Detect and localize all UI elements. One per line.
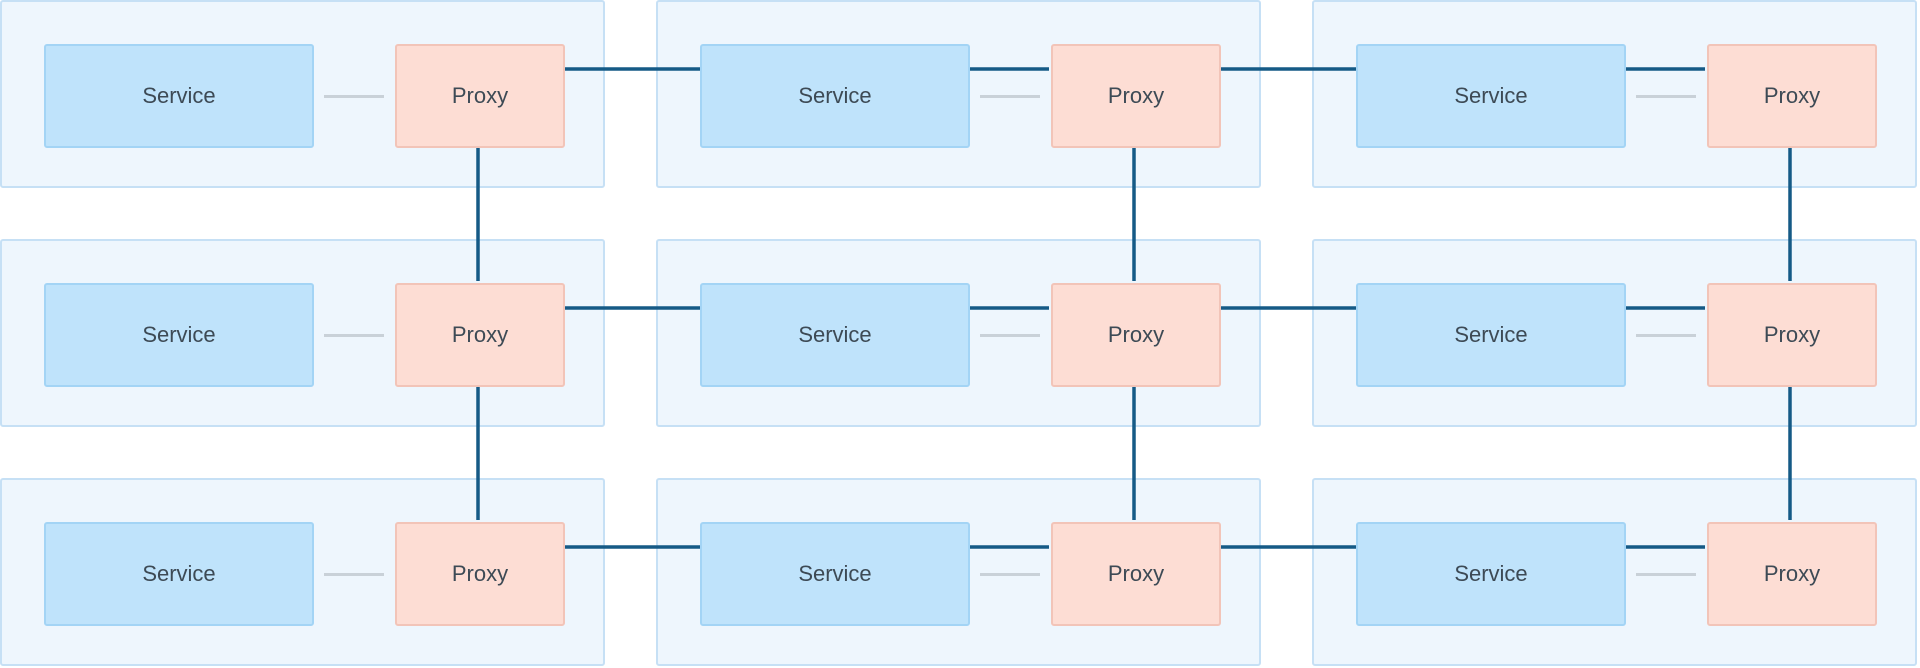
service-box: Service [700,44,970,148]
service-box: Service [1356,283,1626,387]
service-box: Service [44,283,314,387]
proxy-box: Proxy [1707,283,1877,387]
service-proxy-link [324,334,384,337]
service-proxy-link [1636,573,1696,576]
service-proxy-link [980,334,1040,337]
pod-r1-c3: Service Proxy [1312,0,1917,188]
service-proxy-link [980,95,1040,98]
service-box: Service [1356,44,1626,148]
service-proxy-link [324,573,384,576]
pod-r1-c1: Service Proxy [0,0,605,188]
proxy-box: Proxy [1051,283,1221,387]
service-proxy-link [324,95,384,98]
pod-r2-c2: Service Proxy [656,239,1261,427]
pod-r2-c3: Service Proxy [1312,239,1917,427]
pod-r2-c1: Service Proxy [0,239,605,427]
service-box: Service [700,283,970,387]
pod-r3-c3: Service Proxy [1312,478,1917,666]
service-proxy-link [980,573,1040,576]
proxy-box: Proxy [1051,44,1221,148]
service-box: Service [44,522,314,626]
proxy-box: Proxy [1707,44,1877,148]
service-box: Service [700,522,970,626]
proxy-box: Proxy [1707,522,1877,626]
proxy-box: Proxy [1051,522,1221,626]
proxy-box: Proxy [395,44,565,148]
service-box: Service [44,44,314,148]
pod-r3-c1: Service Proxy [0,478,605,666]
pod-r1-c2: Service Proxy [656,0,1261,188]
pod-r3-c2: Service Proxy [656,478,1261,666]
service-proxy-link [1636,334,1696,337]
service-proxy-link [1636,95,1696,98]
service-box: Service [1356,522,1626,626]
proxy-box: Proxy [395,522,565,626]
proxy-box: Proxy [395,283,565,387]
